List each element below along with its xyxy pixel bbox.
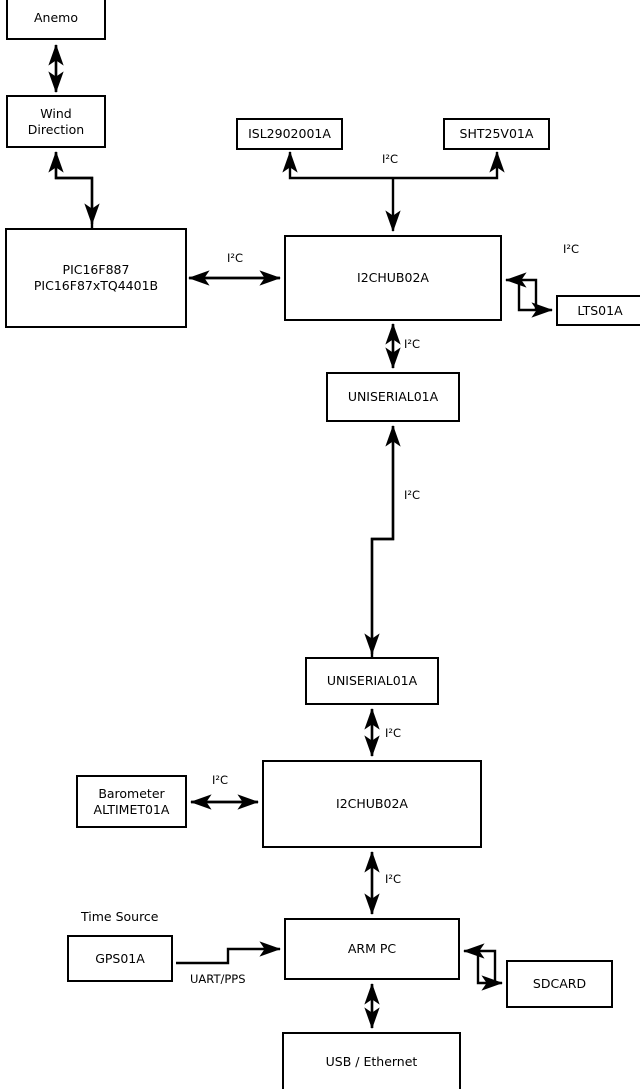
node-pic-microcontroller[interactable]: PIC16F887 PIC16F87xTQ4401B — [5, 228, 187, 328]
node-barometer-label: Barometer ALTIMET01A — [93, 785, 170, 817]
edge-label-i2c-pic-hub: I²C — [227, 251, 244, 265]
node-isl2902001a[interactable]: ISL2902001A — [236, 118, 343, 150]
node-uniserial01a-top-label: UNISERIAL01A — [347, 389, 439, 405]
connector-uniserial-link-down — [364, 426, 395, 655]
connector-hub-lts — [517, 280, 553, 318]
edge-label-i2c-hub2-armpc: I²C — [385, 872, 402, 886]
node-lts01a[interactable]: LTS01A — [556, 295, 640, 326]
edge-label-i2c-uniserial-link: I²C — [404, 488, 421, 502]
node-usb-ethernet[interactable]: USB / Ethernet — [282, 1032, 461, 1089]
connector-bus-isl — [282, 151, 393, 180]
node-i2chub02a-top[interactable]: I2CHUB02A — [284, 235, 502, 321]
edge-label-i2c-hub-lts: I²C — [563, 242, 580, 256]
label-time-source: Time Source — [81, 909, 159, 924]
node-uniserial01a-bottom-label: UNISERIAL01A — [326, 673, 418, 689]
node-i2chub02a-bottom-label: I2CHUB02A — [336, 796, 408, 812]
node-sht25v01a[interactable]: SHT25V01A — [443, 118, 550, 150]
node-arm-pc-label: ARM PC — [347, 941, 397, 957]
node-anemo-label: Anemo — [34, 10, 78, 26]
node-barometer[interactable]: Barometer ALTIMET01A — [76, 775, 187, 828]
connector-gps-armpc — [176, 941, 281, 965]
node-usb-ethernet-label: USB / Ethernet — [325, 1054, 418, 1070]
node-sht25v01a-label: SHT25V01A — [459, 126, 534, 142]
edge-label-i2c-baro-hub2: I²C — [212, 773, 229, 787]
node-i2chub02a-top-label: I2CHUB02A — [357, 270, 429, 286]
node-isl2902001a-label: ISL2902001A — [248, 126, 331, 142]
node-i2chub02a-bottom[interactable]: I2CHUB02A — [262, 760, 482, 848]
edge-label-i2c-hub-uniserial: I²C — [404, 337, 421, 351]
connector-uniserial-link-up — [370, 425, 401, 660]
connector-armpc-sdcard — [476, 951, 503, 991]
connector-pic-wind — [48, 151, 94, 228]
node-wind-direction[interactable]: Wind Direction — [6, 95, 106, 148]
node-sdcard[interactable]: SDCARD — [506, 960, 613, 1008]
edge-label-i2c-bus-top: I²C — [382, 152, 399, 166]
node-uniserial01a-bottom[interactable]: UNISERIAL01A — [305, 657, 439, 705]
node-arm-pc[interactable]: ARM PC — [284, 918, 460, 980]
connector-lts-hub — [505, 272, 538, 310]
node-lts01a-label: LTS01A — [577, 302, 623, 318]
node-uniserial01a-top[interactable]: UNISERIAL01A — [326, 372, 460, 422]
edge-label-i2c-uniserial-hub2: I²C — [385, 726, 402, 740]
node-gps01a[interactable]: GPS01A — [67, 935, 173, 982]
node-gps01a-label: GPS01A — [95, 950, 145, 966]
node-anemo[interactable]: Anemo — [6, 0, 106, 40]
edge-label-uart-pps: UART/PPS — [190, 972, 246, 986]
node-pic-microcontroller-label: PIC16F887 PIC16F87xTQ4401B — [33, 262, 159, 293]
node-sdcard-label: SDCARD — [532, 976, 587, 992]
connector-wind-pic — [54, 152, 100, 225]
connector-sdcard-armpc — [463, 943, 497, 983]
connector-bus-sht — [393, 151, 505, 180]
node-wind-direction-label: Wind Direction — [27, 105, 85, 137]
